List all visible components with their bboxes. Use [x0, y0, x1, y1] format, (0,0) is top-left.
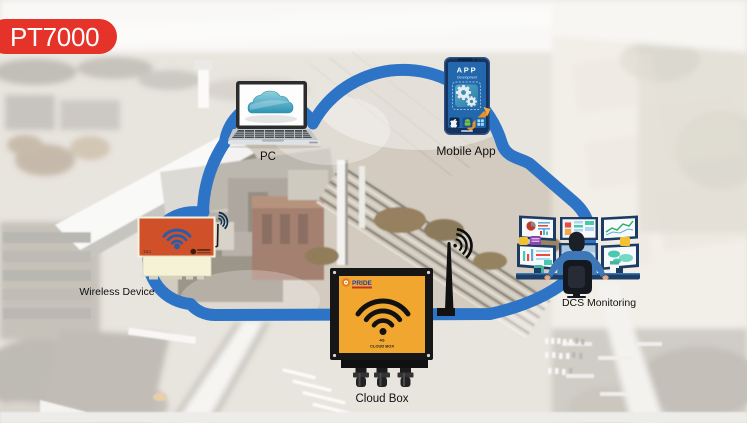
svg-text:PC: PC — [260, 151, 276, 163]
svg-text:PRIDE: PRIDE — [352, 280, 373, 287]
svg-text:Wireless Device: Wireless Device — [79, 286, 154, 298]
svg-text:4G: 4G — [379, 338, 384, 343]
svg-text:CLOUD BOX: CLOUD BOX — [370, 344, 394, 349]
svg-text:DCS Monitoring: DCS Monitoring — [562, 297, 636, 309]
svg-text:APP: APP — [457, 66, 478, 75]
svg-text:Cloud Box: Cloud Box — [355, 393, 408, 405]
svg-text:1&1: 1&1 — [143, 249, 152, 254]
svg-text:Development: Development — [457, 76, 477, 80]
svg-text:Mobile App: Mobile App — [436, 144, 496, 158]
